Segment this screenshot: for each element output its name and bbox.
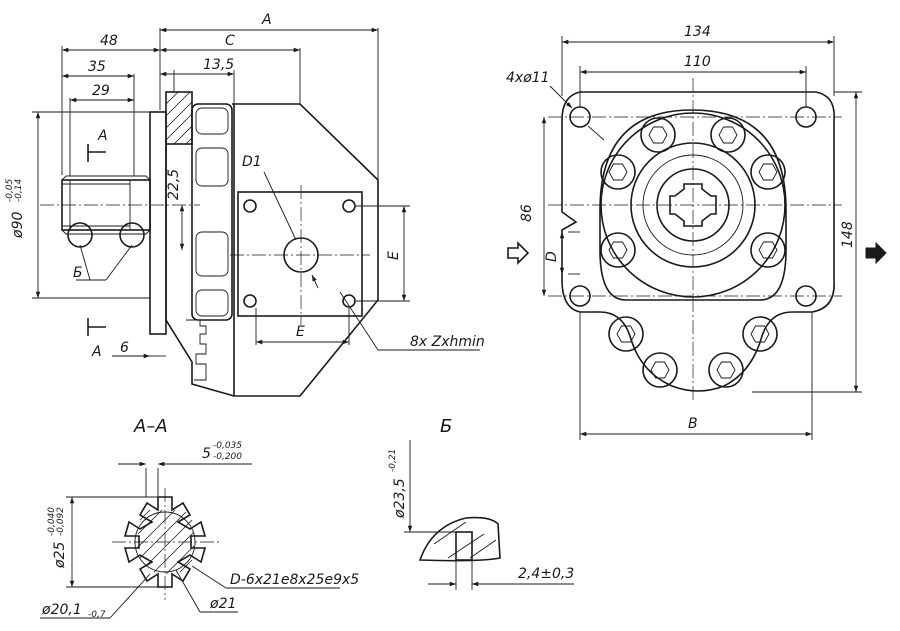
detail-B-title: Б <box>440 416 452 437</box>
spline-section-icon <box>123 496 207 588</box>
dim-d25-tol-lower: -0,092 <box>56 507 66 536</box>
dim-d25-tol-upper: -0,040 <box>47 507 57 536</box>
dim-d23-5-tol: -0,21 <box>388 449 398 472</box>
detail-B: Б ø23,5 -0,21 2,4±0,3 <box>388 416 574 590</box>
shaft-spline-icon <box>669 183 717 227</box>
inlet-arrow-icon <box>507 241 530 265</box>
dim-d90-group: ø90 -0,05 -0,14 <box>5 178 26 239</box>
pilot-body <box>165 144 235 397</box>
dim-5-tol-lower: -0,200 <box>213 452 242 462</box>
dim-d23-5: ø23,5 <box>392 478 408 519</box>
dim-d21: ø21 <box>209 596 236 612</box>
stepped-lug <box>186 319 207 381</box>
dim-2-4: 2,4±0,3 <box>518 566 574 582</box>
flange-plate <box>149 111 167 335</box>
dim-d20-1-tol: -0,7 <box>88 610 106 620</box>
section-label-top: A <box>97 128 108 144</box>
dim-E-horizontal: E <box>296 324 305 340</box>
dim-110: 110 <box>684 54 711 70</box>
gear-body <box>599 109 787 301</box>
dim-A: A <box>261 12 272 28</box>
front-view: 134 110 4xø11 86 D 148 B <box>506 24 887 440</box>
dim-d90-tol-upper: -0,05 <box>5 178 15 202</box>
dim-22-5: 22,5 <box>166 169 182 200</box>
bolt-hole-icon <box>243 294 257 308</box>
dim-134: 134 <box>684 24 711 40</box>
dim-C: C <box>225 33 235 49</box>
dim-E-vertical: E <box>386 251 402 260</box>
detail-callout-B: Б <box>73 265 83 281</box>
holes-note: 8x Zxhmin <box>410 334 485 350</box>
dim-d90: ø90 <box>10 212 26 239</box>
holes-4xd11: 4xø11 <box>506 70 550 86</box>
gear-section <box>191 103 233 321</box>
bolt-hole-icon <box>243 199 257 213</box>
drive-shaft <box>61 175 151 248</box>
keyway-profile-icon <box>418 516 501 562</box>
keyway-slot <box>455 531 473 561</box>
dim-B: B <box>688 416 698 432</box>
pump-housing <box>232 103 379 397</box>
flange-outline <box>561 91 835 392</box>
dim-5: 5 <box>202 446 211 462</box>
dim-d90-tol-lower: -0,14 <box>14 178 24 202</box>
section-label-bottom: A <box>91 344 102 360</box>
dim-d25: ø25 <box>52 542 68 569</box>
cover-bolts <box>600 117 786 388</box>
section-AA-title: А–А <box>133 416 168 437</box>
outlet-arrow-icon <box>865 241 887 265</box>
port-label-D1: D1 <box>242 154 262 170</box>
dim-D: D <box>544 251 560 262</box>
port-plate <box>237 191 363 317</box>
section-AA: А–А 5 -0,035 -0,200 ø25 -0,040 -0,092 <box>40 416 359 620</box>
bolt-hole-icon <box>342 199 356 213</box>
dim-86: 86 <box>519 204 535 222</box>
dim-48: 48 <box>100 33 118 49</box>
dim-35: 35 <box>88 59 106 75</box>
bolt-hole-icon <box>342 294 356 308</box>
spline-designation: D-6x21e8x25e9x5 <box>230 572 359 588</box>
dim-13-5: 13,5 <box>203 57 234 73</box>
side-view: A 48 C 35 13,5 29 ø90 -0,05 -0,14 22,5 6 <box>5 12 485 397</box>
dim-6: 6 <box>120 340 129 356</box>
flange-hatch <box>165 91 193 145</box>
dim-5-tol-upper: -0,035 <box>213 441 242 451</box>
dim-148: 148 <box>840 221 856 248</box>
dim-29: 29 <box>92 83 110 99</box>
dim-d20-1: ø20,1 <box>41 602 82 618</box>
